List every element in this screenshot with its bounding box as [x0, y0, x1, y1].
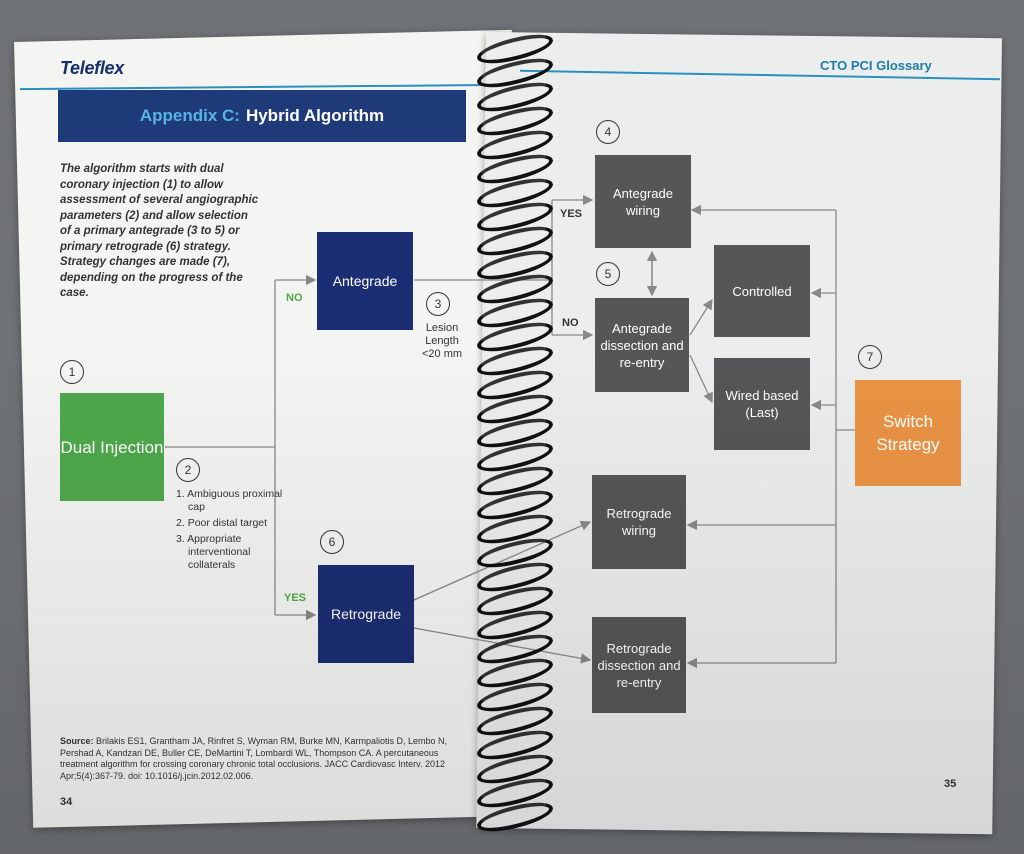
- retrograde-dissection-node: Retrograde dissection and re-entry: [592, 617, 686, 713]
- step-5-marker: 5: [596, 262, 620, 286]
- criteria-item: 1. Ambiguous proximal cap: [176, 488, 283, 513]
- angiographic-criteria-list: 1. Ambiguous proximal cap 2. Poor distal…: [176, 488, 296, 575]
- criteria-item: 3. Appropriate interventional collateral…: [176, 533, 251, 571]
- appendix-title-band: Appendix C: Hybrid Algorithm: [58, 90, 466, 142]
- retrograde-wiring-node: Retrograde wiring: [592, 475, 686, 569]
- step-2-marker: 2: [176, 458, 200, 482]
- step-1-marker: 1: [60, 360, 84, 384]
- no-label-dissection: NO: [562, 317, 579, 329]
- antegrade-node: Antegrade: [317, 232, 413, 330]
- antegrade-wiring-node: Antegrade wiring: [595, 155, 691, 248]
- intro-text: The algorithm starts with dual coronary …: [60, 163, 259, 299]
- no-label-antegrade: NO: [286, 292, 303, 304]
- step-3-marker: 3: [426, 292, 450, 316]
- brand-logo: Teleflex: [60, 58, 124, 78]
- criteria-item: 2. Poor distal target: [176, 517, 268, 529]
- antegrade-dissection-node: Antegrade dissection and re-entry: [595, 298, 689, 392]
- appendix-title: Hybrid Algorithm: [245, 106, 385, 125]
- page-number-left: 34: [60, 796, 73, 808]
- switch-strategy-node: Switch Strategy: [855, 380, 961, 486]
- appendix-prefix: Appendix C:: [139, 106, 240, 125]
- retrograde-node: Retrograde: [318, 565, 414, 663]
- lesion-length-criterion: Lesion Length <20 mm: [422, 322, 463, 360]
- step-4-marker: 4: [596, 120, 620, 144]
- page-number-right: 35: [944, 778, 957, 790]
- yes-label-retrograde: YES: [284, 592, 307, 604]
- step-6-marker: 6: [320, 530, 344, 554]
- step-7-marker: 7: [858, 345, 882, 369]
- controlled-node: Controlled: [714, 245, 810, 337]
- dual-injection-node: Dual Injection: [60, 393, 164, 501]
- wired-based-node: Wired based (Last): [714, 358, 810, 450]
- yes-label-wiring: YES: [560, 208, 583, 220]
- glossary-title: CTO PCI Glossary: [820, 58, 932, 73]
- source-citation: Source: Brilakis ES1, Grantham JA, Rinfr…: [60, 736, 448, 781]
- spiral-binding: [474, 10, 556, 840]
